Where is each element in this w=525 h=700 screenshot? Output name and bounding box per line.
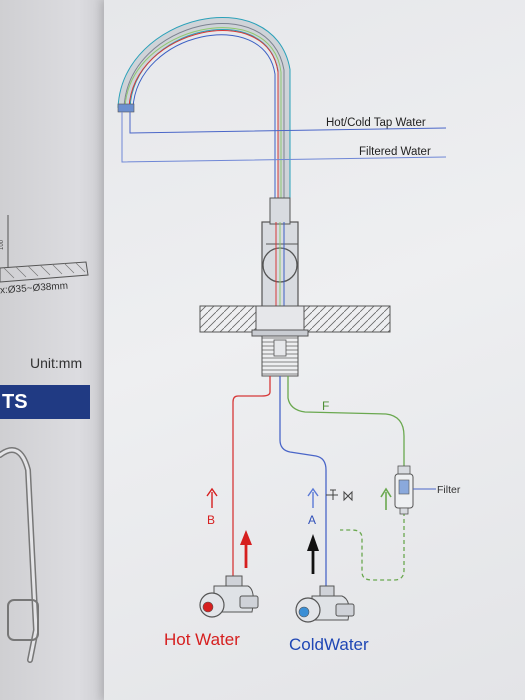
hot-arrow-small-icon — [206, 487, 218, 508]
filter-label: Filter — [437, 484, 461, 496]
right-page — [104, 0, 525, 700]
spout-outlet-pointers — [121, 112, 447, 163]
check-valve — [326, 489, 353, 502]
unit-label: Unit:mm — [30, 355, 83, 371]
countertop — [199, 305, 391, 337]
flow-arrows — [206, 487, 392, 574]
hot-arrow-large-icon — [240, 530, 252, 568]
filter-inlet-hose — [340, 512, 405, 581]
filtered-arrow-icon — [380, 487, 392, 510]
filtered-water-hose — [287, 376, 405, 468]
hot-water-title: Hot Water — [164, 630, 240, 649]
hot-angle-valve — [199, 575, 259, 618]
threaded-shank — [261, 335, 299, 377]
line-b-label: B — [207, 513, 216, 527]
hot-cold-tap-water-label: Hot/Cold Tap Water — [326, 117, 426, 129]
left-page — [0, 0, 112, 700]
faucet-body — [261, 197, 299, 309]
hot-water-hose — [232, 376, 271, 578]
cold-arrow-large-icon — [307, 534, 319, 574]
cold-water-hose — [279, 376, 327, 590]
section-header-bar: TS — [0, 385, 90, 419]
svg-text:100: 100 — [0, 239, 5, 250]
water-filter — [394, 465, 436, 515]
line-f-label: F — [322, 399, 330, 413]
line-a-label: A — [308, 513, 317, 527]
left-page-drawing: 100 — [0, 215, 89, 663]
cold-angle-valve — [295, 585, 355, 623]
filtered-water-label: Filtered Water — [359, 146, 431, 158]
cold-arrow-small-icon — [307, 487, 319, 508]
cold-water-title: ColdWater — [289, 635, 369, 654]
faucet-spout — [117, 17, 291, 215]
